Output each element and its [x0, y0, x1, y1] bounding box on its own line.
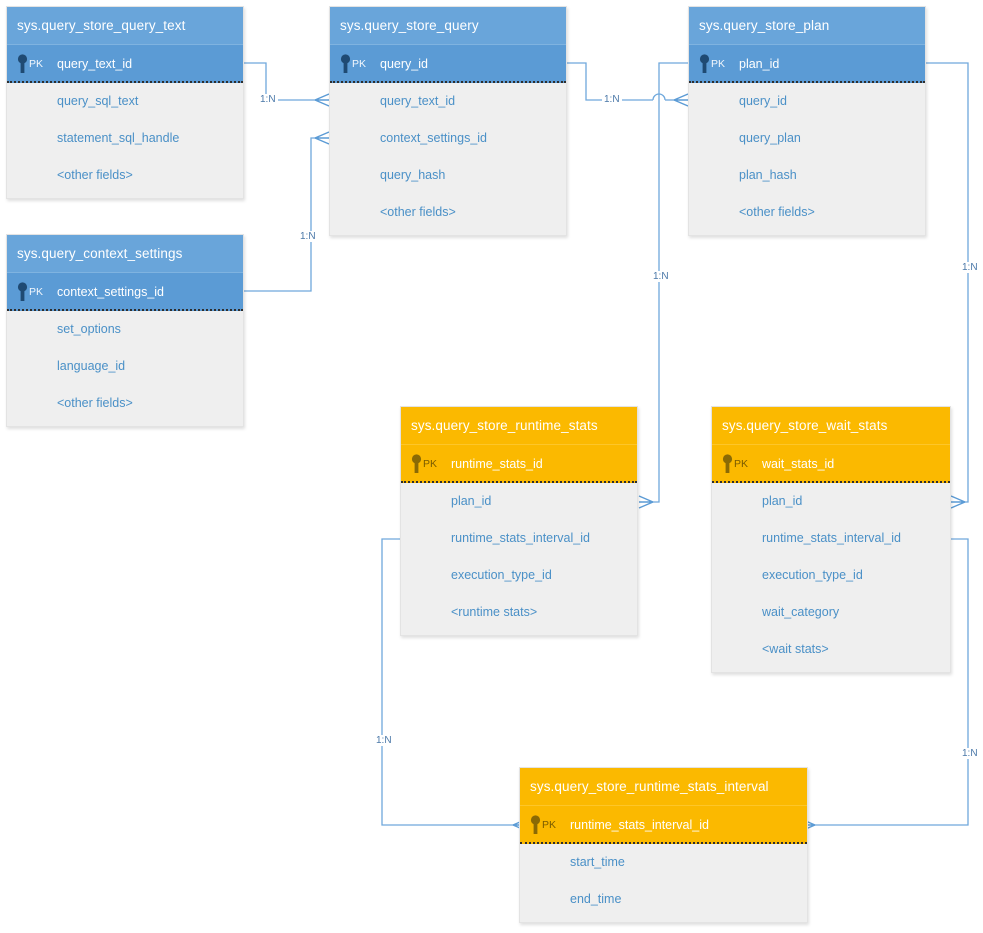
- key-icon: [17, 282, 28, 301]
- entity-title: sys.query_store_runtime_stats_interval: [520, 768, 807, 806]
- entity-query-store-query[interactable]: sys.query_store_query PK query_id query_…: [329, 6, 567, 236]
- pk-field-name: query_text_id: [57, 57, 133, 71]
- entity-fields: query_text_id context_settings_id query_…: [330, 83, 566, 235]
- entity-primary-key-row[interactable]: PK query_text_id: [7, 45, 243, 83]
- pk-tag: PK: [29, 58, 44, 70]
- connector-query-to-plan: [567, 62, 689, 107]
- key-icon: [340, 54, 351, 73]
- key-icon: [722, 454, 733, 473]
- entity-query-store-plan[interactable]: sys.query_store_plan PK plan_id query_id…: [688, 6, 926, 236]
- entity-query-store-wait-stats[interactable]: sys.query_store_wait_stats PK wait_stats…: [711, 406, 951, 673]
- pk-tag: PK: [29, 286, 44, 298]
- entity-query-store-runtime-stats-interval[interactable]: sys.query_store_runtime_stats_interval P…: [519, 767, 808, 923]
- entity-field[interactable]: query_hash: [380, 168, 446, 182]
- entity-fields: plan_id runtime_stats_interval_id execut…: [401, 483, 637, 635]
- entity-title: sys.query_store_wait_stats: [712, 407, 950, 445]
- entity-field[interactable]: <wait stats>: [762, 642, 829, 656]
- entity-field[interactable]: context_settings_id: [380, 131, 488, 145]
- key-icon: [699, 54, 710, 73]
- entity-field[interactable]: <other fields>: [380, 205, 456, 219]
- entity-field[interactable]: <other fields>: [57, 168, 133, 182]
- pk-field-name: wait_stats_id: [762, 457, 835, 471]
- connector-query-text-to-query: [244, 62, 330, 107]
- entity-field[interactable]: execution_type_id: [762, 568, 863, 582]
- key-icon: [411, 454, 422, 473]
- entity-primary-key-row[interactable]: PK plan_id: [689, 45, 925, 83]
- cardinality-label: 1:N: [602, 94, 622, 105]
- entity-field[interactable]: <other fields>: [739, 205, 815, 219]
- entity-fields: start_time end_time: [520, 844, 807, 922]
- entity-field[interactable]: execution_type_id: [451, 568, 552, 582]
- entity-primary-key-row[interactable]: PK runtime_stats_interval_id: [520, 806, 807, 844]
- cardinality-label: 1:N: [374, 735, 394, 746]
- entity-field[interactable]: runtime_stats_interval_id: [451, 531, 590, 545]
- entity-field[interactable]: runtime_stats_interval_id: [762, 531, 901, 545]
- entity-field[interactable]: end_time: [570, 892, 622, 906]
- pk-field-name: runtime_stats_id: [451, 457, 543, 471]
- entity-field[interactable]: query_plan: [739, 131, 801, 145]
- pk-tag: PK: [542, 819, 557, 831]
- entity-field[interactable]: set_options: [57, 322, 121, 336]
- entity-query-context-settings[interactable]: sys.query_context_settings PK context_se…: [6, 234, 244, 427]
- entity-title: sys.query_store_query_text: [7, 7, 243, 45]
- entity-field[interactable]: <other fields>: [57, 396, 133, 410]
- pk-field-name: plan_id: [739, 57, 780, 71]
- entity-fields: set_options language_id <other fields>: [7, 311, 243, 426]
- entity-field[interactable]: <runtime stats>: [451, 605, 538, 619]
- entity-field[interactable]: query_id: [739, 94, 787, 108]
- pk-field-name: runtime_stats_interval_id: [570, 818, 709, 832]
- entity-field[interactable]: wait_category: [762, 605, 840, 619]
- entity-title: sys.query_store_query: [330, 7, 566, 45]
- entity-primary-key-row[interactable]: PK wait_stats_id: [712, 445, 950, 483]
- cardinality-label: 1:N: [960, 748, 980, 759]
- entity-field[interactable]: start_time: [570, 855, 625, 869]
- entity-field[interactable]: query_sql_text: [57, 94, 139, 108]
- entity-field[interactable]: query_text_id: [380, 94, 456, 108]
- entity-primary-key-row[interactable]: PK query_id: [330, 45, 566, 83]
- entity-title: sys.query_store_runtime_stats: [401, 407, 637, 445]
- entity-title: sys.query_context_settings: [7, 235, 243, 273]
- entity-query-store-query-text[interactable]: sys.query_store_query_text PK query_text…: [6, 6, 244, 199]
- entity-fields: query_sql_text statement_sql_handle <oth…: [7, 83, 243, 198]
- pk-tag: PK: [711, 58, 726, 70]
- entity-field[interactable]: plan_hash: [739, 168, 797, 182]
- entity-primary-key-row[interactable]: PK context_settings_id: [7, 273, 243, 311]
- entity-fields: query_id query_plan plan_hash <other fie…: [689, 83, 925, 235]
- cardinality-label: 1:N: [258, 94, 278, 105]
- entity-field[interactable]: statement_sql_handle: [57, 131, 180, 145]
- pk-tag: PK: [352, 58, 367, 70]
- entity-fields: plan_id runtime_stats_interval_id execut…: [712, 483, 950, 672]
- connector-context-settings-to-query: [244, 131, 330, 292]
- cardinality-label: 1:N: [298, 231, 318, 242]
- entity-query-store-runtime-stats[interactable]: sys.query_store_runtime_stats PK runtime…: [400, 406, 638, 636]
- key-icon: [530, 815, 541, 834]
- entity-title: sys.query_store_plan: [689, 7, 925, 45]
- entity-primary-key-row[interactable]: PK runtime_stats_id: [401, 445, 637, 483]
- pk-field-name: query_id: [380, 57, 428, 71]
- pk-tag: PK: [423, 458, 438, 470]
- entity-field[interactable]: plan_id: [451, 494, 492, 508]
- entity-field[interactable]: plan_id: [762, 494, 803, 508]
- cardinality-label: 1:N: [651, 271, 671, 282]
- pk-tag: PK: [734, 458, 749, 470]
- cardinality-label: 1:N: [960, 262, 980, 273]
- pk-field-name: context_settings_id: [57, 285, 165, 299]
- entity-field[interactable]: language_id: [57, 359, 126, 373]
- connector-plan-to-runtime-stats: [638, 62, 688, 509]
- key-icon: [17, 54, 28, 73]
